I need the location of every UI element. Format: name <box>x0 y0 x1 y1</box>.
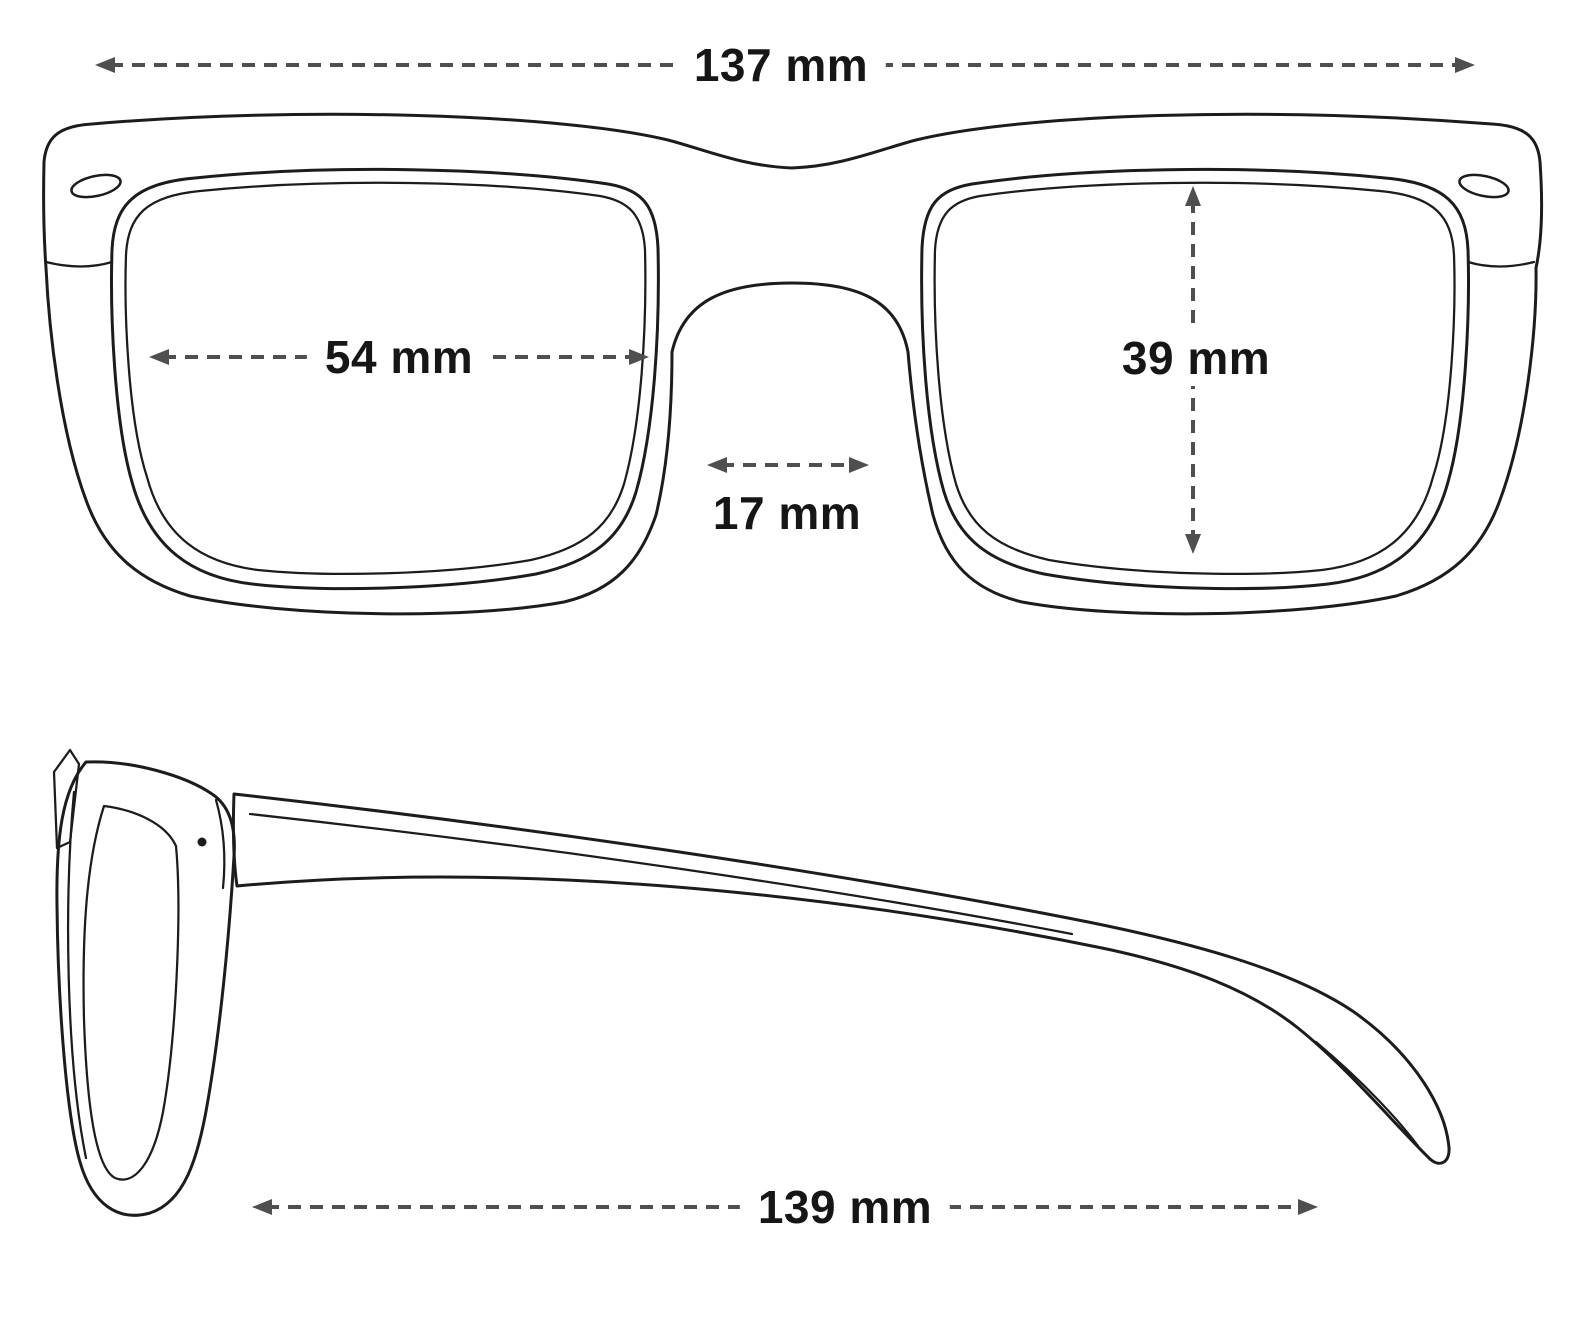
frame-width-label: 137 mm <box>675 37 887 93</box>
side-lens-outline <box>82 804 180 1181</box>
hinge-seam <box>214 798 226 890</box>
bridge-width-dimension-arrow <box>707 457 869 473</box>
temple-arm <box>231 792 1451 1165</box>
left-rivet <box>70 173 122 199</box>
arrowhead-up <box>1185 186 1201 206</box>
right-lens-bevel <box>933 181 1456 575</box>
left-endpiece-seam <box>44 260 114 268</box>
bridge-width-label: 17 mm <box>694 485 880 541</box>
front-frame-silhouette <box>42 112 1544 616</box>
arrowhead-right <box>1455 57 1475 73</box>
lens-width-label: 54 mm <box>306 329 492 385</box>
right-endpiece-seam <box>1466 260 1536 268</box>
ear-piece-line <box>1314 1040 1420 1148</box>
arrowhead-left <box>149 349 169 365</box>
arrowhead-right <box>1298 1199 1318 1215</box>
glasses-front-view <box>42 112 1544 616</box>
side-front-rim <box>55 760 236 1217</box>
left-lens-opening <box>110 167 660 591</box>
hinge-rivet-dot <box>197 837 207 847</box>
right-lens-opening <box>920 167 1470 591</box>
arrowhead-right <box>629 349 649 365</box>
right-rivet <box>1458 173 1510 199</box>
lens-height-label: 39 mm <box>1103 330 1289 386</box>
glasses-side-view <box>52 748 1451 1217</box>
arrowhead-right <box>849 457 869 473</box>
arrowhead-left <box>707 457 727 473</box>
temple-tip-tab <box>52 748 81 850</box>
temple-length-label: 139 mm <box>739 1179 951 1235</box>
left-lens-bevel <box>124 181 647 575</box>
lens-width-dimension-arrow <box>149 349 649 365</box>
arrowhead-left <box>252 1199 272 1215</box>
lens-height-dimension-arrow <box>1185 186 1201 554</box>
temple-chamfer-line <box>248 812 1074 936</box>
arrowhead-left <box>95 57 115 73</box>
arrowhead-down <box>1185 534 1201 554</box>
side-rim-edge-line <box>67 790 88 1160</box>
frame-width-dimension-arrow <box>95 57 1475 73</box>
